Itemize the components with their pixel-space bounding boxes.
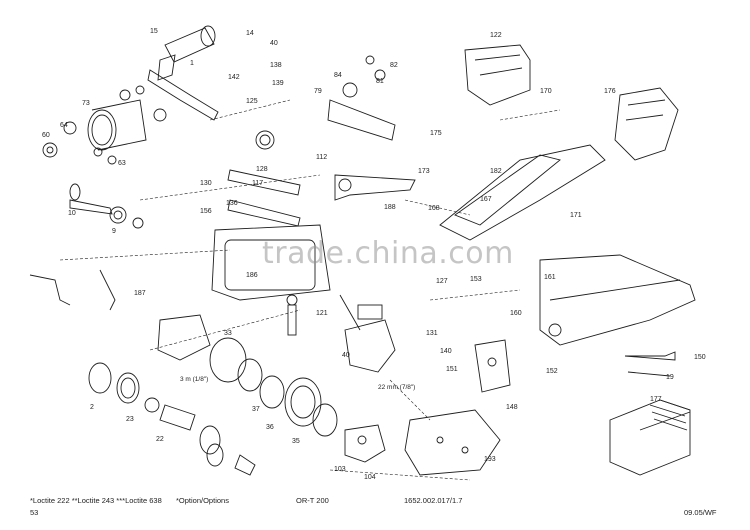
base-plate xyxy=(404,409,501,476)
motor-part xyxy=(147,25,219,121)
part-label: 167 xyxy=(480,196,492,203)
tool-part xyxy=(624,351,676,377)
part-label: 168 xyxy=(428,205,440,212)
dimension-note: 3 m (1/8") xyxy=(180,376,209,383)
part-label: 73 xyxy=(82,100,90,107)
part-label: 152 xyxy=(546,368,558,375)
battery-pack xyxy=(609,399,691,476)
watermark-text: trade.china.com xyxy=(262,236,514,271)
part-label: 173 xyxy=(418,168,430,175)
sealing-head xyxy=(339,294,396,373)
part-label: 150 xyxy=(694,354,706,361)
part-label: 36 xyxy=(266,424,274,431)
part-label: 160 xyxy=(510,310,522,317)
dimension-note: 22 mm (7/8") xyxy=(378,384,416,391)
part-label: 125 xyxy=(246,98,258,105)
part-label: 127 xyxy=(436,278,448,285)
part-label: 136 xyxy=(226,200,238,207)
part-label: 33 xyxy=(224,330,232,337)
footer-options-note: *Option/Options xyxy=(176,496,229,505)
part-label: 103 xyxy=(334,466,346,473)
part-label: 188 xyxy=(384,204,396,211)
knife-part xyxy=(344,424,386,463)
part-label: 19 xyxy=(666,374,674,381)
part-label: 122 xyxy=(490,32,502,39)
part-label: 35 xyxy=(292,438,300,445)
part-label: 177 xyxy=(650,396,662,403)
part-label: 82 xyxy=(390,62,398,69)
gear-block xyxy=(157,314,338,437)
part-label: 130 xyxy=(200,180,212,187)
part-label: 171 xyxy=(570,212,582,219)
part-label: 1 xyxy=(190,60,194,67)
part-label: 9 xyxy=(112,228,116,235)
part-label: 153 xyxy=(470,276,482,283)
part-label: 79 xyxy=(314,88,322,95)
part-label: 156 xyxy=(200,208,212,215)
part-label: 23 xyxy=(126,416,134,423)
part-label: 193 xyxy=(484,456,496,463)
tension-lever xyxy=(327,55,416,201)
footer-page-number: 53 xyxy=(30,508,39,517)
part-label: 151 xyxy=(446,366,458,373)
part-label: 161 xyxy=(544,274,556,281)
part-label: 117 xyxy=(252,180,264,187)
part-label: 131 xyxy=(426,330,438,337)
belt-drive-part xyxy=(42,85,167,165)
side-plate xyxy=(474,339,511,393)
part-label: 148 xyxy=(506,404,518,411)
part-label: 187 xyxy=(134,290,146,297)
part-label: 63 xyxy=(118,160,126,167)
part-label: 186 xyxy=(246,272,258,279)
grip-part xyxy=(614,87,679,161)
part-label: 14 xyxy=(246,30,254,37)
ring-parts xyxy=(88,362,256,476)
part-label: 81 xyxy=(376,78,384,85)
handle-frame xyxy=(439,144,696,346)
part-label: 60 xyxy=(42,132,50,139)
part-label: 15 xyxy=(150,28,158,35)
part-label: 128 xyxy=(256,166,268,173)
part-label: 84 xyxy=(334,72,342,79)
part-label: 182 xyxy=(490,168,502,175)
footer-loctite-note: *Loctite 222 **Loctite 243 ***Loctite 63… xyxy=(30,496,162,505)
footer-date: 09.05/WF xyxy=(684,508,717,517)
part-label: 10 xyxy=(68,210,76,217)
part-label: 176 xyxy=(604,88,616,95)
part-label: 138 xyxy=(270,62,282,69)
part-label: 64 xyxy=(60,122,68,129)
part-label: 40 xyxy=(270,40,278,47)
part-label: 140 xyxy=(440,348,452,355)
part-label: 22 xyxy=(156,436,164,443)
part-label: 121 xyxy=(316,310,328,317)
footer-doc-number: 1652.002.017/1.7 xyxy=(404,496,463,505)
part-label: 142 xyxy=(228,74,240,81)
part-label: 175 xyxy=(430,130,442,137)
crank-part xyxy=(29,269,116,311)
part-label: 112 xyxy=(316,154,328,161)
shaft-part xyxy=(69,183,144,229)
part-label: 40 xyxy=(342,352,350,359)
leader-lines xyxy=(59,99,561,481)
part-label: 2 xyxy=(90,404,94,411)
cover-part xyxy=(464,44,531,106)
footer-model: OR-T 200 xyxy=(296,496,329,505)
part-label: 104 xyxy=(364,474,376,481)
part-label: 170 xyxy=(540,88,552,95)
gearbox-housing xyxy=(211,130,331,336)
part-label: 139 xyxy=(272,80,284,87)
part-label: 37 xyxy=(252,406,260,413)
